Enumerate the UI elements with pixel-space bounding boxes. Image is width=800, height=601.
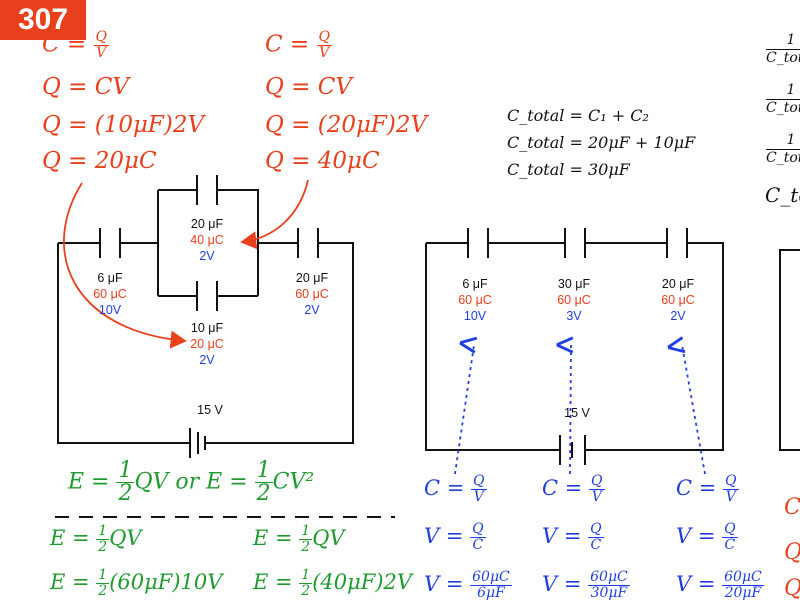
edge-frac-1: 1C_total [766, 32, 800, 67]
edge-frac-3: 1C_total [766, 132, 800, 167]
ctotal-line3: C_total = 30μF [507, 160, 630, 179]
cut-red-c: C [784, 495, 800, 520]
calc1-line2: Q = CV [42, 74, 129, 100]
calc2-line4: Q = 40μC [265, 148, 380, 174]
battery2-label: 15 V [564, 406, 590, 420]
cut-red-q2: Q [784, 576, 800, 601]
arrow-blue-2 [570, 345, 571, 475]
ctotal-line1: C_total = C₁ + C₂ [507, 106, 649, 125]
calc2-line3: Q = (20μF)2V [265, 112, 428, 138]
edge-frac-2: 1C_total [766, 82, 800, 117]
battery1-label: 15 V [197, 403, 223, 417]
cut-red-q1: Q [784, 540, 800, 565]
ctotal-line2: C_total = 20μF + 10μF [507, 133, 696, 152]
calc1-line4: Q = 20μC [42, 148, 157, 174]
arrow-blue-1 [454, 345, 474, 475]
circuit1-wires [57, 189, 354, 444]
calc1-line3: Q = (10μF)2V [42, 112, 205, 138]
edge-ctot: C_tot [765, 183, 800, 207]
circuit2-wires [425, 242, 724, 451]
slide-number-badge: 307 [0, 0, 86, 40]
arrow-to-40uc [240, 179, 309, 250]
calc2-line2: Q = CV [265, 74, 352, 100]
arrow-blue-3 [682, 345, 706, 475]
arrow-to-20uc [63, 182, 187, 349]
